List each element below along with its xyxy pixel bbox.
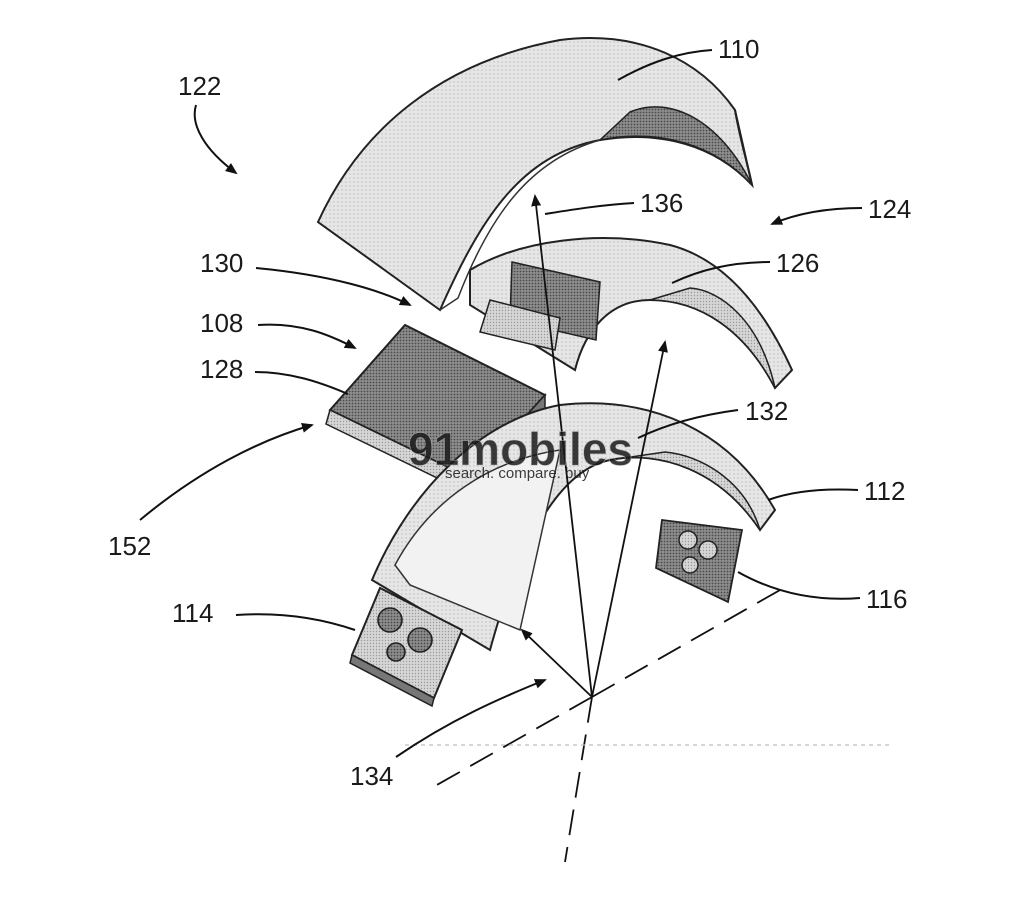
label-130: 130 — [200, 248, 243, 278]
middle-frame-part — [470, 238, 792, 388]
label-112: 112 — [864, 476, 905, 506]
label-116: 116 — [866, 584, 907, 614]
label-128: 128 — [200, 354, 243, 384]
label-136: 136 — [640, 188, 683, 218]
clasp-116-part — [656, 520, 742, 602]
watermark: 91mobiles search. compare. buy — [408, 423, 633, 482]
label-122: 122 — [178, 71, 221, 101]
watermark-tagline: search. compare. buy — [445, 465, 590, 482]
label-132: 132 — [745, 396, 788, 426]
label-110: 110 — [718, 34, 759, 64]
label-124: 124 — [868, 194, 911, 224]
label-134: 134 — [350, 761, 393, 791]
label-152: 152 — [108, 531, 151, 561]
label-114: 114 — [172, 598, 213, 628]
label-108: 108 — [200, 308, 243, 338]
label-126: 126 — [776, 248, 819, 278]
